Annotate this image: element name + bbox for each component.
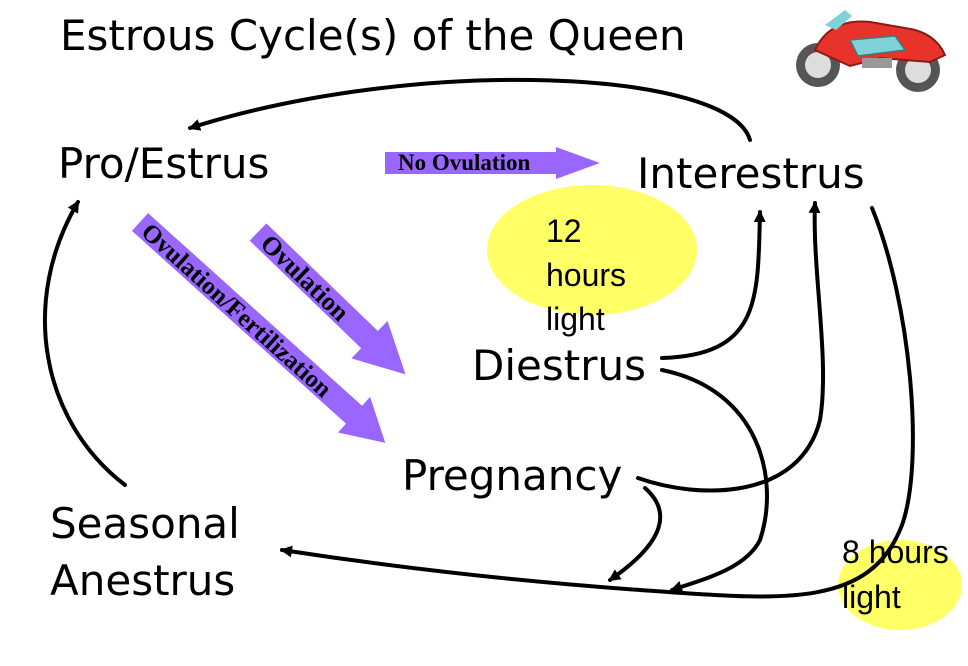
ovulation-fertilization-label: Ovulation/Fertilization — [136, 218, 337, 403]
no-ovulation-label: No Ovulation — [398, 150, 530, 175]
light-12h-line1: 12 — [546, 213, 582, 249]
arrow-pregnancy-to-interestrus — [636, 201, 826, 493]
light-8h-ellipse — [838, 540, 962, 630]
arrow-interestrus-to-proestrus — [188, 77, 752, 142]
motorcycle-icon — [796, 10, 947, 92]
no-ovulation-arrow: No Ovulation — [385, 147, 600, 179]
diagram-title: Estrous Cycle(s) of the Queen — [60, 11, 686, 60]
light-8h-line2: light — [842, 579, 901, 615]
arrow-pregnancy-to-junction — [608, 486, 663, 582]
node-interestrus: Interestrus — [637, 149, 865, 198]
light-12h-line2: hours — [546, 257, 626, 293]
node-seasonal-anestrus-line1: Seasonal — [50, 499, 240, 548]
arrow-diestrus-to-interestrus — [660, 210, 766, 360]
node-diestrus: Diestrus — [472, 341, 646, 390]
light-12h-line3: light — [546, 301, 605, 337]
ovulation-arrow: Ovulation — [249, 223, 406, 375]
arrow-interestrus-to-anestrus — [280, 206, 915, 599]
node-pregnancy: Pregnancy — [402, 451, 622, 500]
arrow-anestrus-to-proestrus — [43, 200, 127, 487]
arrow-diestrus-to-junction — [660, 368, 769, 593]
ovulation-label: Ovulation — [255, 229, 356, 328]
light-12h-ellipse — [487, 185, 697, 315]
node-pro-estrus: Pro/Estrus — [58, 139, 269, 188]
node-seasonal-anestrus-line2: Anestrus — [50, 556, 235, 605]
